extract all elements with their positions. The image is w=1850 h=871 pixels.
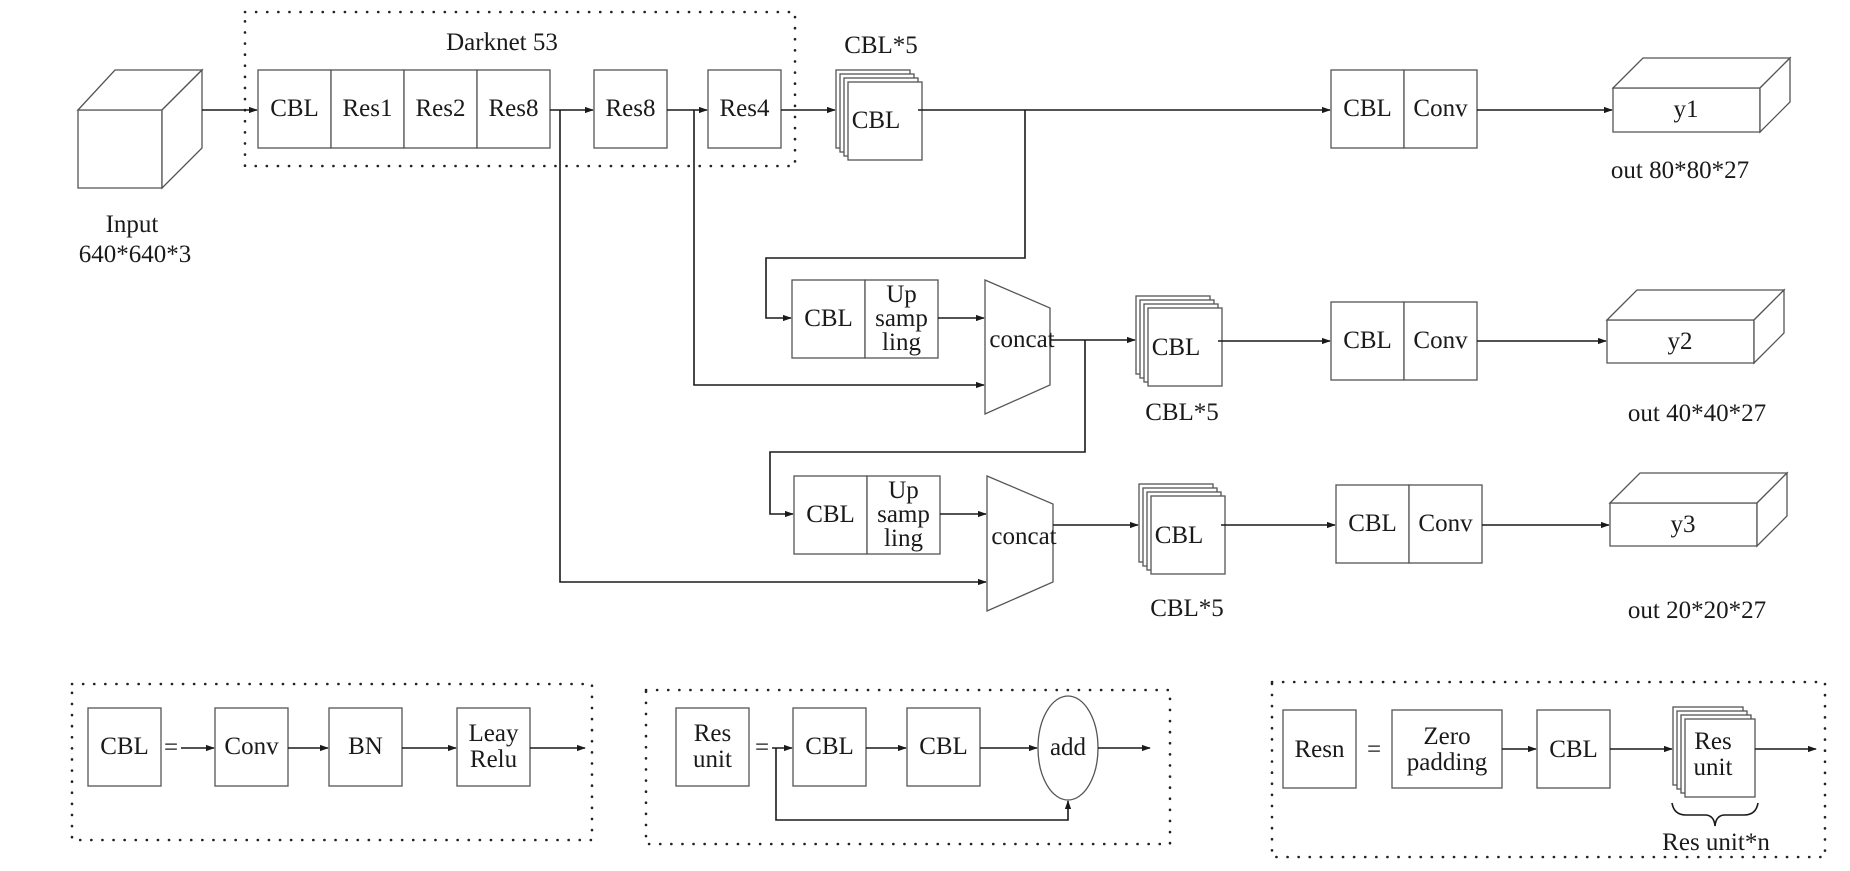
darknet-dotted-frame: [243, 10, 797, 168]
head-cbl-label: CBL: [1343, 95, 1392, 122]
legend-cbl-act-line2: Relu: [470, 746, 518, 773]
stack-inner-label: CBL: [1152, 334, 1201, 361]
output-size: out 80*80*27: [1611, 157, 1749, 184]
legend-resn-unit-stack: Res unit: [1672, 706, 1756, 798]
output-name: y3: [1671, 511, 1696, 538]
legend-res-left-line1: Res: [694, 720, 732, 747]
concat-label: concat: [989, 326, 1054, 353]
upsample-cbl: CBL: [806, 501, 855, 528]
legend-resn-cbl: CBL: [1549, 736, 1598, 763]
backbone-block-res1: Res1: [330, 69, 405, 149]
stack-inner-label: CBL: [852, 107, 901, 134]
head-1: CBL Conv: [1330, 69, 1478, 149]
legend-res-left-line2: unit: [693, 746, 732, 773]
output-y2: y2 out 40*40*27: [1605, 288, 1786, 427]
upsample-line3: ling: [882, 329, 921, 356]
cbl-stack-2: CBL CBL*5: [1135, 295, 1223, 426]
legend-cbl-eq: =: [164, 734, 178, 761]
stack-inner-label: CBL: [1155, 522, 1204, 549]
legend-cbl-left: CBL: [100, 733, 149, 760]
block-label: Res1: [343, 95, 393, 122]
legend-resn-brace: [1671, 802, 1759, 827]
legend-res-unit: Res unit = CBL CBL add: [644, 688, 1172, 846]
legend-res-cbl-1: CBL: [805, 733, 854, 760]
legend-resn-brace-label: Res unit*n: [1662, 829, 1770, 856]
arrow-branch-to-upsample2: [769, 340, 1086, 518]
arrow-res8a-skip-to-concat2: [559, 110, 987, 586]
legend-res-add: add: [1050, 734, 1087, 761]
legend-cbl-bn: BN: [348, 733, 383, 760]
legend-res-eq: =: [755, 734, 769, 761]
legend-cbl: CBL = Conv BN Leay Relu: [70, 682, 594, 842]
block-label: CBL: [270, 95, 319, 122]
darknet-title: Darknet 53: [446, 29, 558, 56]
upsample-cbl: CBL: [804, 305, 853, 332]
concat-label: concat: [991, 523, 1056, 550]
stack-label: CBL*5: [1145, 399, 1219, 426]
head-3: CBL Conv: [1335, 484, 1483, 564]
upsample-line1: Up: [886, 281, 917, 308]
legend-resn-frame: [1270, 680, 1827, 859]
backbone-block-res2: Res2: [403, 69, 478, 149]
output-size: out 40*40*27: [1628, 400, 1766, 427]
legend-resn-zero-line2: padding: [1407, 749, 1488, 776]
legend-resn-eq: =: [1367, 736, 1381, 763]
upsample-block-1: CBL Up samp ling: [791, 279, 939, 359]
upsample-line2: samp: [877, 501, 930, 528]
head-conv-label: Conv: [1413, 95, 1468, 122]
upsample-line2: samp: [875, 305, 928, 332]
arrow-branch-to-upsample1: [765, 110, 1026, 322]
input-size: 640*640*3: [79, 241, 192, 268]
input-label: Input: [106, 211, 159, 238]
arrow-res8-skip-to-concat1: [693, 110, 985, 389]
legend-res-cbl-2: CBL: [919, 733, 968, 760]
darknet-backbone: Darknet 53 CBL Res1 Res2 Res8 Res8 Res4: [243, 10, 797, 168]
legend-cbl-conv: Conv: [224, 733, 279, 760]
output-y3: y3 out 20*20*27: [1608, 471, 1789, 624]
head-conv-label: Conv: [1413, 327, 1468, 354]
output-name: y1: [1674, 96, 1699, 123]
backbone-block-cbl: CBL: [257, 69, 332, 149]
backbone-block-res8-a: Res8: [476, 69, 551, 149]
block-label: Res2: [416, 95, 466, 122]
upsample-line1: Up: [888, 477, 919, 504]
output-y1: y1 out 80*80*27: [1611, 56, 1792, 184]
cbl-stack-1: CBL*5 CBL: [835, 32, 923, 161]
concat-2: concat: [986, 475, 1057, 612]
legend-resn-zero-line1: Zero: [1423, 723, 1470, 750]
legend-resn-left: Resn: [1295, 736, 1346, 763]
head-2: CBL Conv: [1330, 301, 1478, 381]
backbone-block-res8-b: Res8: [593, 69, 668, 149]
head-cbl-label: CBL: [1343, 327, 1392, 354]
block-label: Res8: [606, 95, 656, 122]
concat-1: concat: [984, 279, 1055, 416]
legend-cbl-act-line1: Leay: [469, 720, 519, 747]
legend-resn: Resn = Zero padding CBL Res unit Res uni…: [1270, 680, 1827, 859]
upsample-line3: ling: [884, 525, 923, 552]
block-label: Res4: [720, 95, 771, 122]
head-cbl-label: CBL: [1348, 510, 1397, 537]
upsample-block-2: CBL Up samp ling: [793, 475, 941, 555]
cbl-stack-3: CBL CBL*5: [1138, 483, 1226, 622]
legend-resn-unit-line2: unit: [1694, 754, 1733, 781]
output-name: y2: [1668, 328, 1693, 355]
legend-resn-unit-line1: Res: [1694, 728, 1732, 755]
input-cube: Input 640*640*3: [76, 68, 204, 268]
stack-label: CBL*5: [844, 32, 918, 59]
stack-label: CBL*5: [1150, 595, 1224, 622]
head-conv-label: Conv: [1418, 510, 1473, 537]
legend-res-skip-arrow: [775, 748, 1072, 821]
output-size: out 20*20*27: [1628, 597, 1766, 624]
backbone-block-res4: Res4: [707, 69, 782, 149]
block-label: Res8: [489, 95, 539, 122]
